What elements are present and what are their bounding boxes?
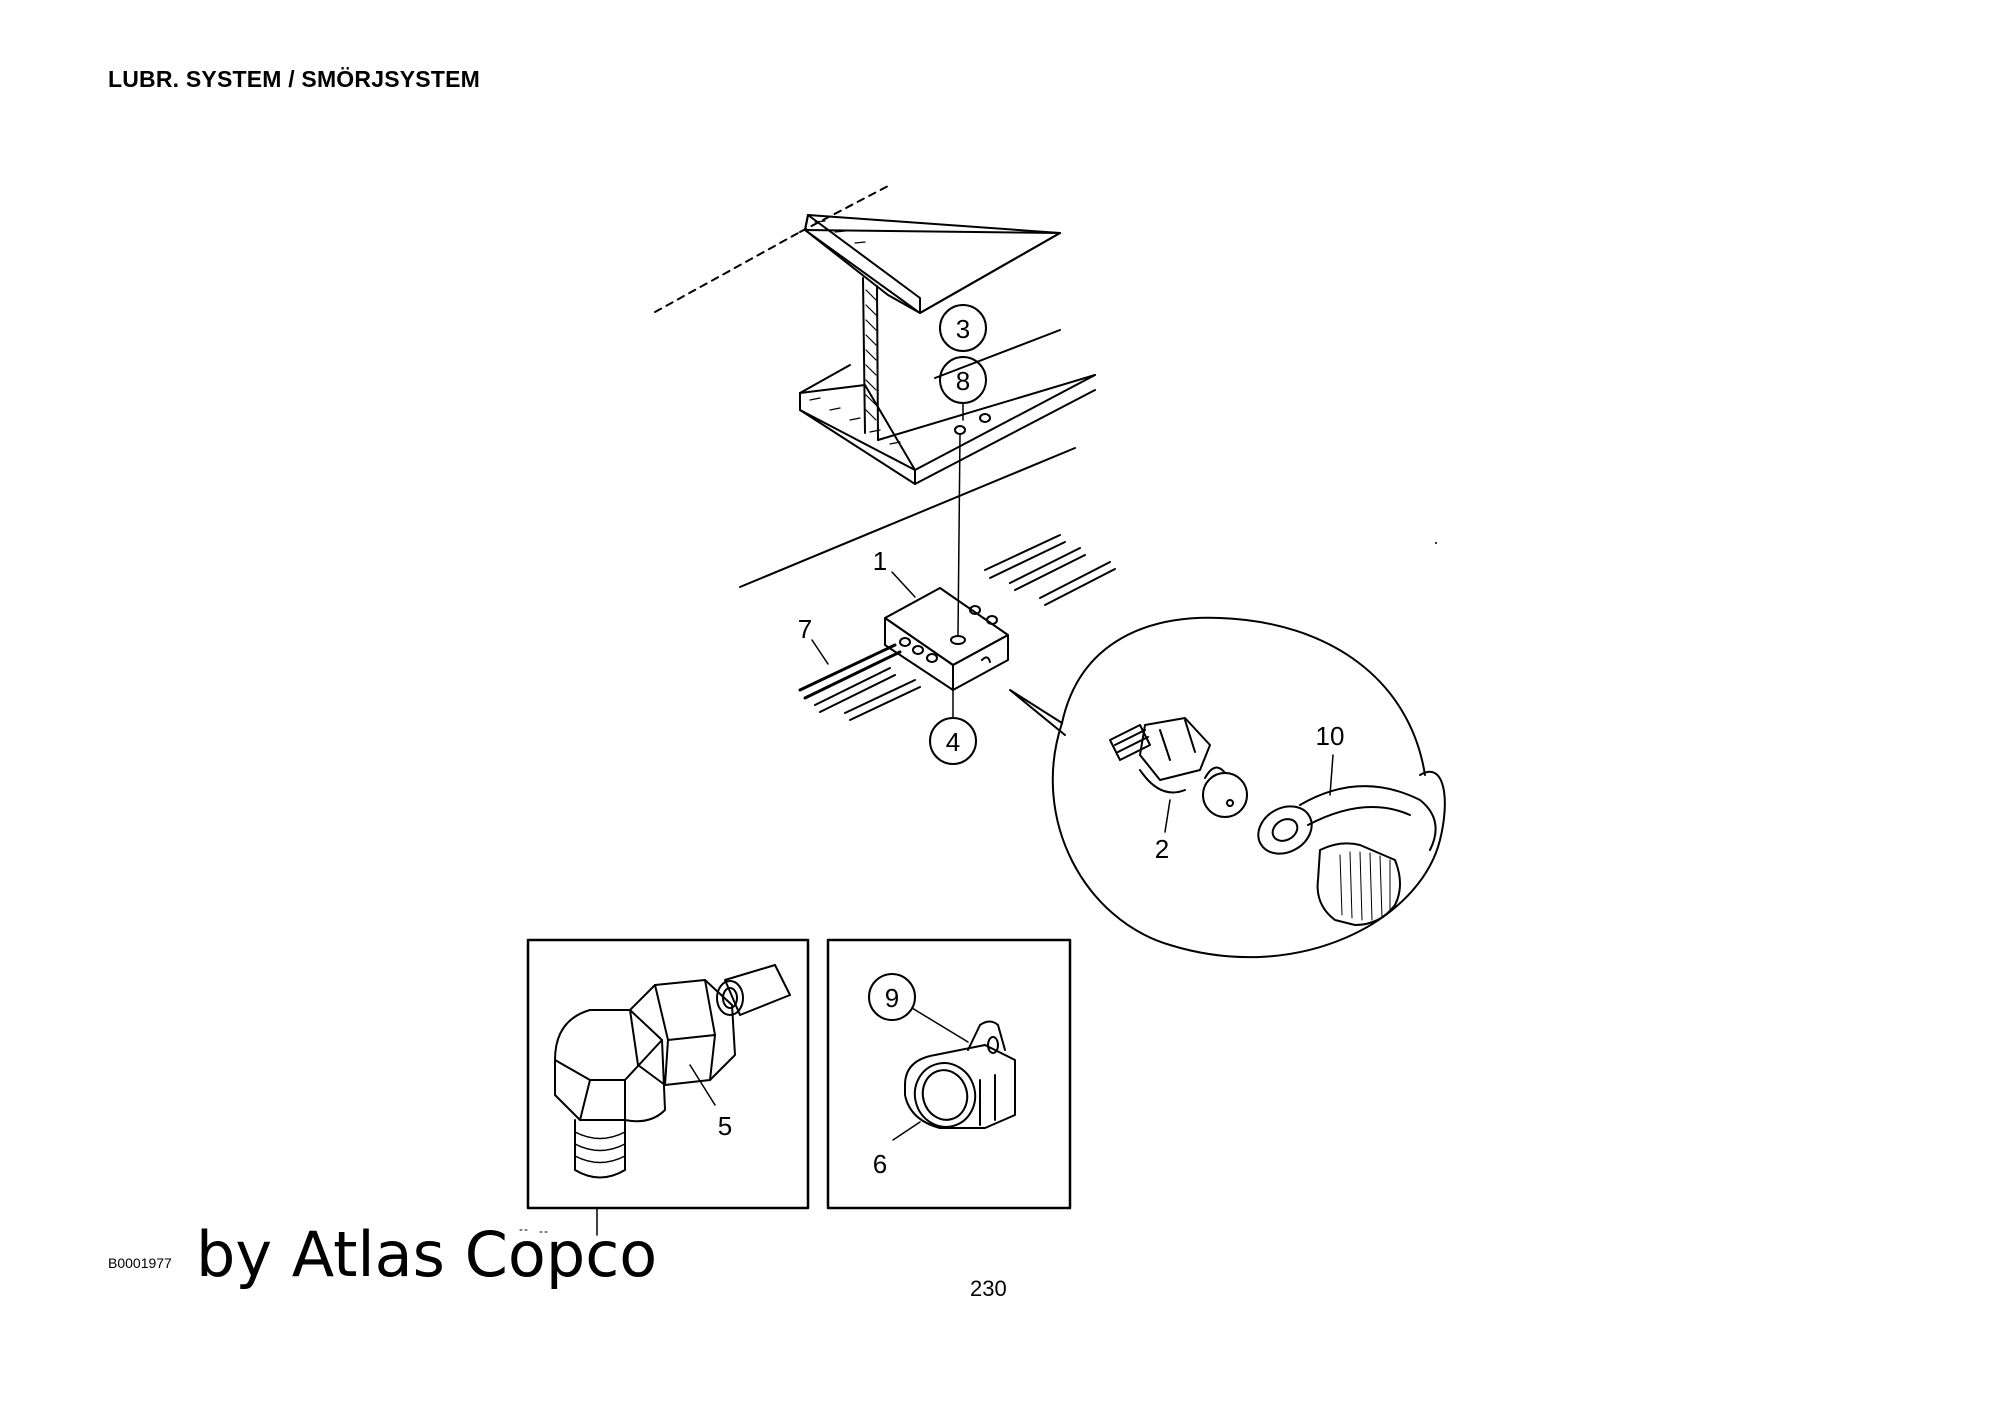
callout-7: 7 [798, 614, 829, 665]
elbow-fitting-panel [526, 938, 810, 1236]
callout-4: 4 [929, 689, 977, 765]
grease-nipple [1109, 717, 1248, 818]
callout-2-label: 2 [1155, 834, 1169, 864]
callout-7-label: 7 [798, 614, 812, 644]
callout-10-label: 10 [1316, 721, 1345, 751]
callout-10: 10 [1316, 721, 1345, 796]
protective-cap [1257, 785, 1437, 926]
detail-bubble-grease-nipple: 2 10 [1009, 616, 1446, 959]
callout-8: 8 [939, 356, 987, 421]
lubrication-tubes [798, 534, 1116, 721]
callout-9-label: 9 [885, 983, 899, 1013]
distribution-block [884, 587, 1009, 691]
callout-8-label: 8 [956, 366, 970, 396]
callout-1-label: 1 [873, 546, 887, 576]
callout-9: 9 [868, 973, 969, 1043]
callout-6-label: 6 [873, 1149, 887, 1179]
page-title: LUBR. SYSTEM / SMÖRJSYSTEM [108, 66, 480, 92]
callout-5-label: 5 [718, 1111, 732, 1141]
callout-3: 3 [939, 304, 987, 352]
frame-beam [654, 184, 1096, 636]
callout-2: 2 [1155, 799, 1171, 864]
callout-4-label: 4 [946, 727, 960, 757]
callout-6: 6 [873, 1121, 921, 1179]
drawing-code: B0001977 [108, 1255, 172, 1271]
callout-1: 1 [873, 546, 916, 598]
watermark-text: by Atlas Copco [196, 1218, 658, 1291]
callout-3-label: 3 [956, 314, 970, 344]
callout-5: 5 [689, 1064, 732, 1141]
page-number: 230 [970, 1276, 1007, 1301]
hose-clamp-panel [826, 938, 1072, 1210]
